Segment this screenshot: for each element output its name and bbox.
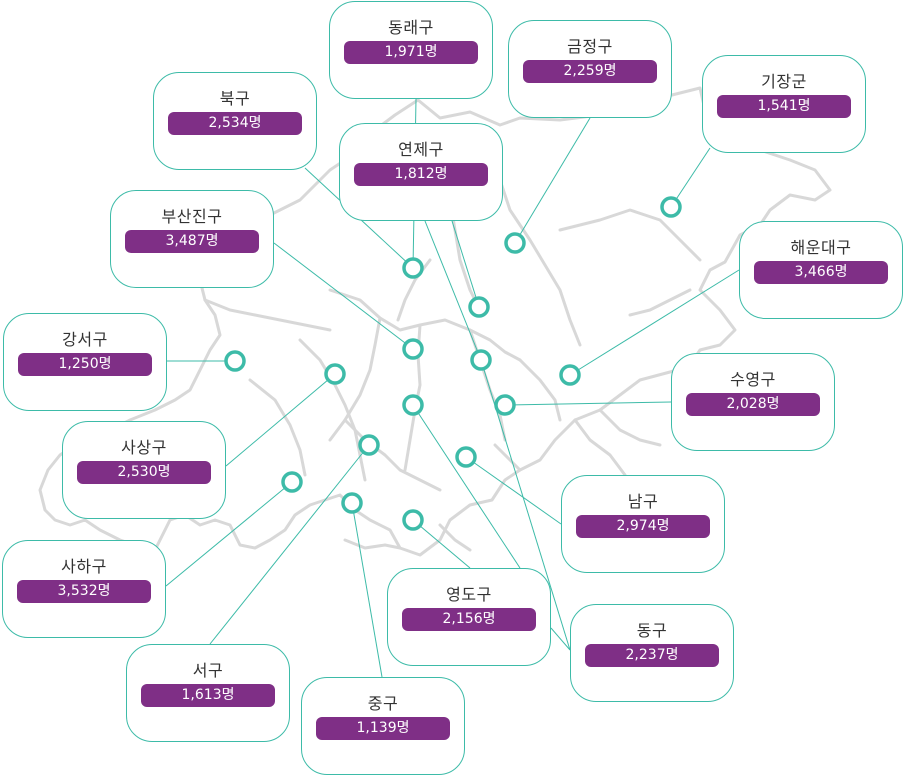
district-card-yeonje[interactable]: 연제구 1,812명 [339, 123, 503, 221]
district-count-badge: 1,139명 [316, 717, 450, 740]
district-count-badge: 1,971명 [344, 41, 478, 64]
district-card-dong[interactable]: 동구 2,237명 [570, 604, 734, 702]
location-marker-nam[interactable] [455, 446, 477, 468]
connector-line-jung [351, 502, 383, 678]
district-name: 사하구 [61, 557, 107, 576]
location-marker-yeonje[interactable] [468, 296, 490, 318]
location-marker-jung[interactable] [341, 492, 363, 514]
location-marker-seo[interactable] [358, 434, 380, 456]
district-name: 동래구 [388, 18, 434, 37]
connector-line-extra-dong [550, 627, 571, 651]
location-marker-saha[interactable] [281, 471, 303, 493]
location-marker-suyeong[interactable] [494, 394, 516, 416]
district-count-badge: 1,812명 [354, 163, 488, 186]
connector-lines [165, 98, 740, 678]
connector-line-yeonje [451, 220, 480, 308]
district-card-jung[interactable]: 중구 1,139명 [301, 677, 465, 775]
district-name: 남구 [627, 492, 659, 511]
connector-line-suyeong [504, 401, 672, 406]
connector-line-gijang [670, 147, 711, 208]
district-count-badge: 1,541명 [717, 95, 851, 118]
connector-line-geumjeong [514, 117, 591, 244]
district-count-badge: 3,487명 [125, 230, 259, 253]
district-card-dongnae[interactable]: 동래구 1,971명 [329, 1, 493, 99]
connector-line-haeundae [569, 269, 740, 376]
district-card-buk[interactable]: 북구 2,534명 [153, 72, 317, 170]
district-name: 사상구 [121, 438, 167, 457]
district-card-gangseo[interactable]: 강서구 1,250명 [3, 313, 167, 411]
connector-line-busanjin [273, 242, 414, 350]
district-name: 영도구 [446, 585, 492, 604]
connector-line-sasang [225, 373, 336, 467]
location-marker-gangseo[interactable] [224, 350, 246, 372]
location-marker-dongnae[interactable] [402, 257, 424, 279]
district-count-badge: 3,532명 [17, 580, 151, 603]
district-card-haeundae[interactable]: 해운대구 3,466명 [739, 221, 903, 319]
district-card-busanjin[interactable]: 부산진구 3,487명 [110, 190, 274, 288]
location-markers [224, 196, 682, 531]
district-name: 해운대구 [790, 238, 852, 257]
connector-line-extra-yeongdo [412, 404, 521, 569]
location-marker-extra-0[interactable] [402, 394, 424, 416]
district-count-badge: 2,028명 [686, 393, 820, 416]
connector-line-extra-yeonje [424, 220, 482, 361]
district-card-nam[interactable]: 남구 2,974명 [561, 475, 725, 573]
connector-line-yeongdo [412, 519, 471, 569]
district-name: 부산진구 [161, 207, 223, 226]
district-card-seo[interactable]: 서구 1,613명 [126, 644, 290, 742]
location-marker-yeongdo[interactable] [402, 509, 424, 531]
connector-line-seo [209, 444, 370, 645]
district-name: 연제구 [398, 140, 444, 159]
district-card-gijang[interactable]: 기장군 1,541명 [702, 55, 866, 153]
district-count-badge: 2,156명 [402, 608, 536, 631]
district-card-yeongdo[interactable]: 영도구 2,156명 [387, 568, 551, 666]
district-count-badge: 2,237명 [585, 644, 719, 667]
district-card-sasang[interactable]: 사상구 2,530명 [62, 421, 226, 519]
location-marker-gijang[interactable] [660, 196, 682, 218]
district-count-badge: 1,613명 [141, 684, 275, 707]
location-marker-dong[interactable] [470, 349, 492, 371]
district-name: 강서구 [62, 330, 108, 349]
district-name: 서구 [192, 661, 224, 680]
location-marker-geumjeong[interactable] [504, 232, 526, 254]
location-marker-haeundae[interactable] [559, 364, 581, 386]
district-name: 금정구 [567, 37, 613, 56]
district-name: 중구 [367, 694, 399, 713]
district-name: 수영구 [730, 370, 776, 389]
district-count-badge: 1,250명 [18, 353, 152, 376]
district-count-badge: 2,259명 [523, 60, 657, 83]
district-count-badge: 3,466명 [754, 261, 888, 284]
district-name: 기장군 [761, 72, 807, 91]
location-marker-sasang[interactable] [324, 363, 346, 385]
district-name: 동구 [636, 621, 668, 640]
district-count-badge: 2,974명 [576, 515, 710, 538]
district-name: 북구 [219, 89, 251, 108]
location-marker-busanjin[interactable] [402, 338, 424, 360]
district-count-badge: 2,534명 [168, 112, 302, 135]
district-card-geumjeong[interactable]: 금정구 2,259명 [508, 20, 672, 118]
connector-line-saha [165, 481, 293, 587]
connector-line-nam [465, 456, 562, 525]
district-card-suyeong[interactable]: 수영구 2,028명 [671, 353, 835, 451]
district-card-saha[interactable]: 사하구 3,532명 [2, 540, 166, 638]
district-count-badge: 2,530명 [77, 461, 211, 484]
